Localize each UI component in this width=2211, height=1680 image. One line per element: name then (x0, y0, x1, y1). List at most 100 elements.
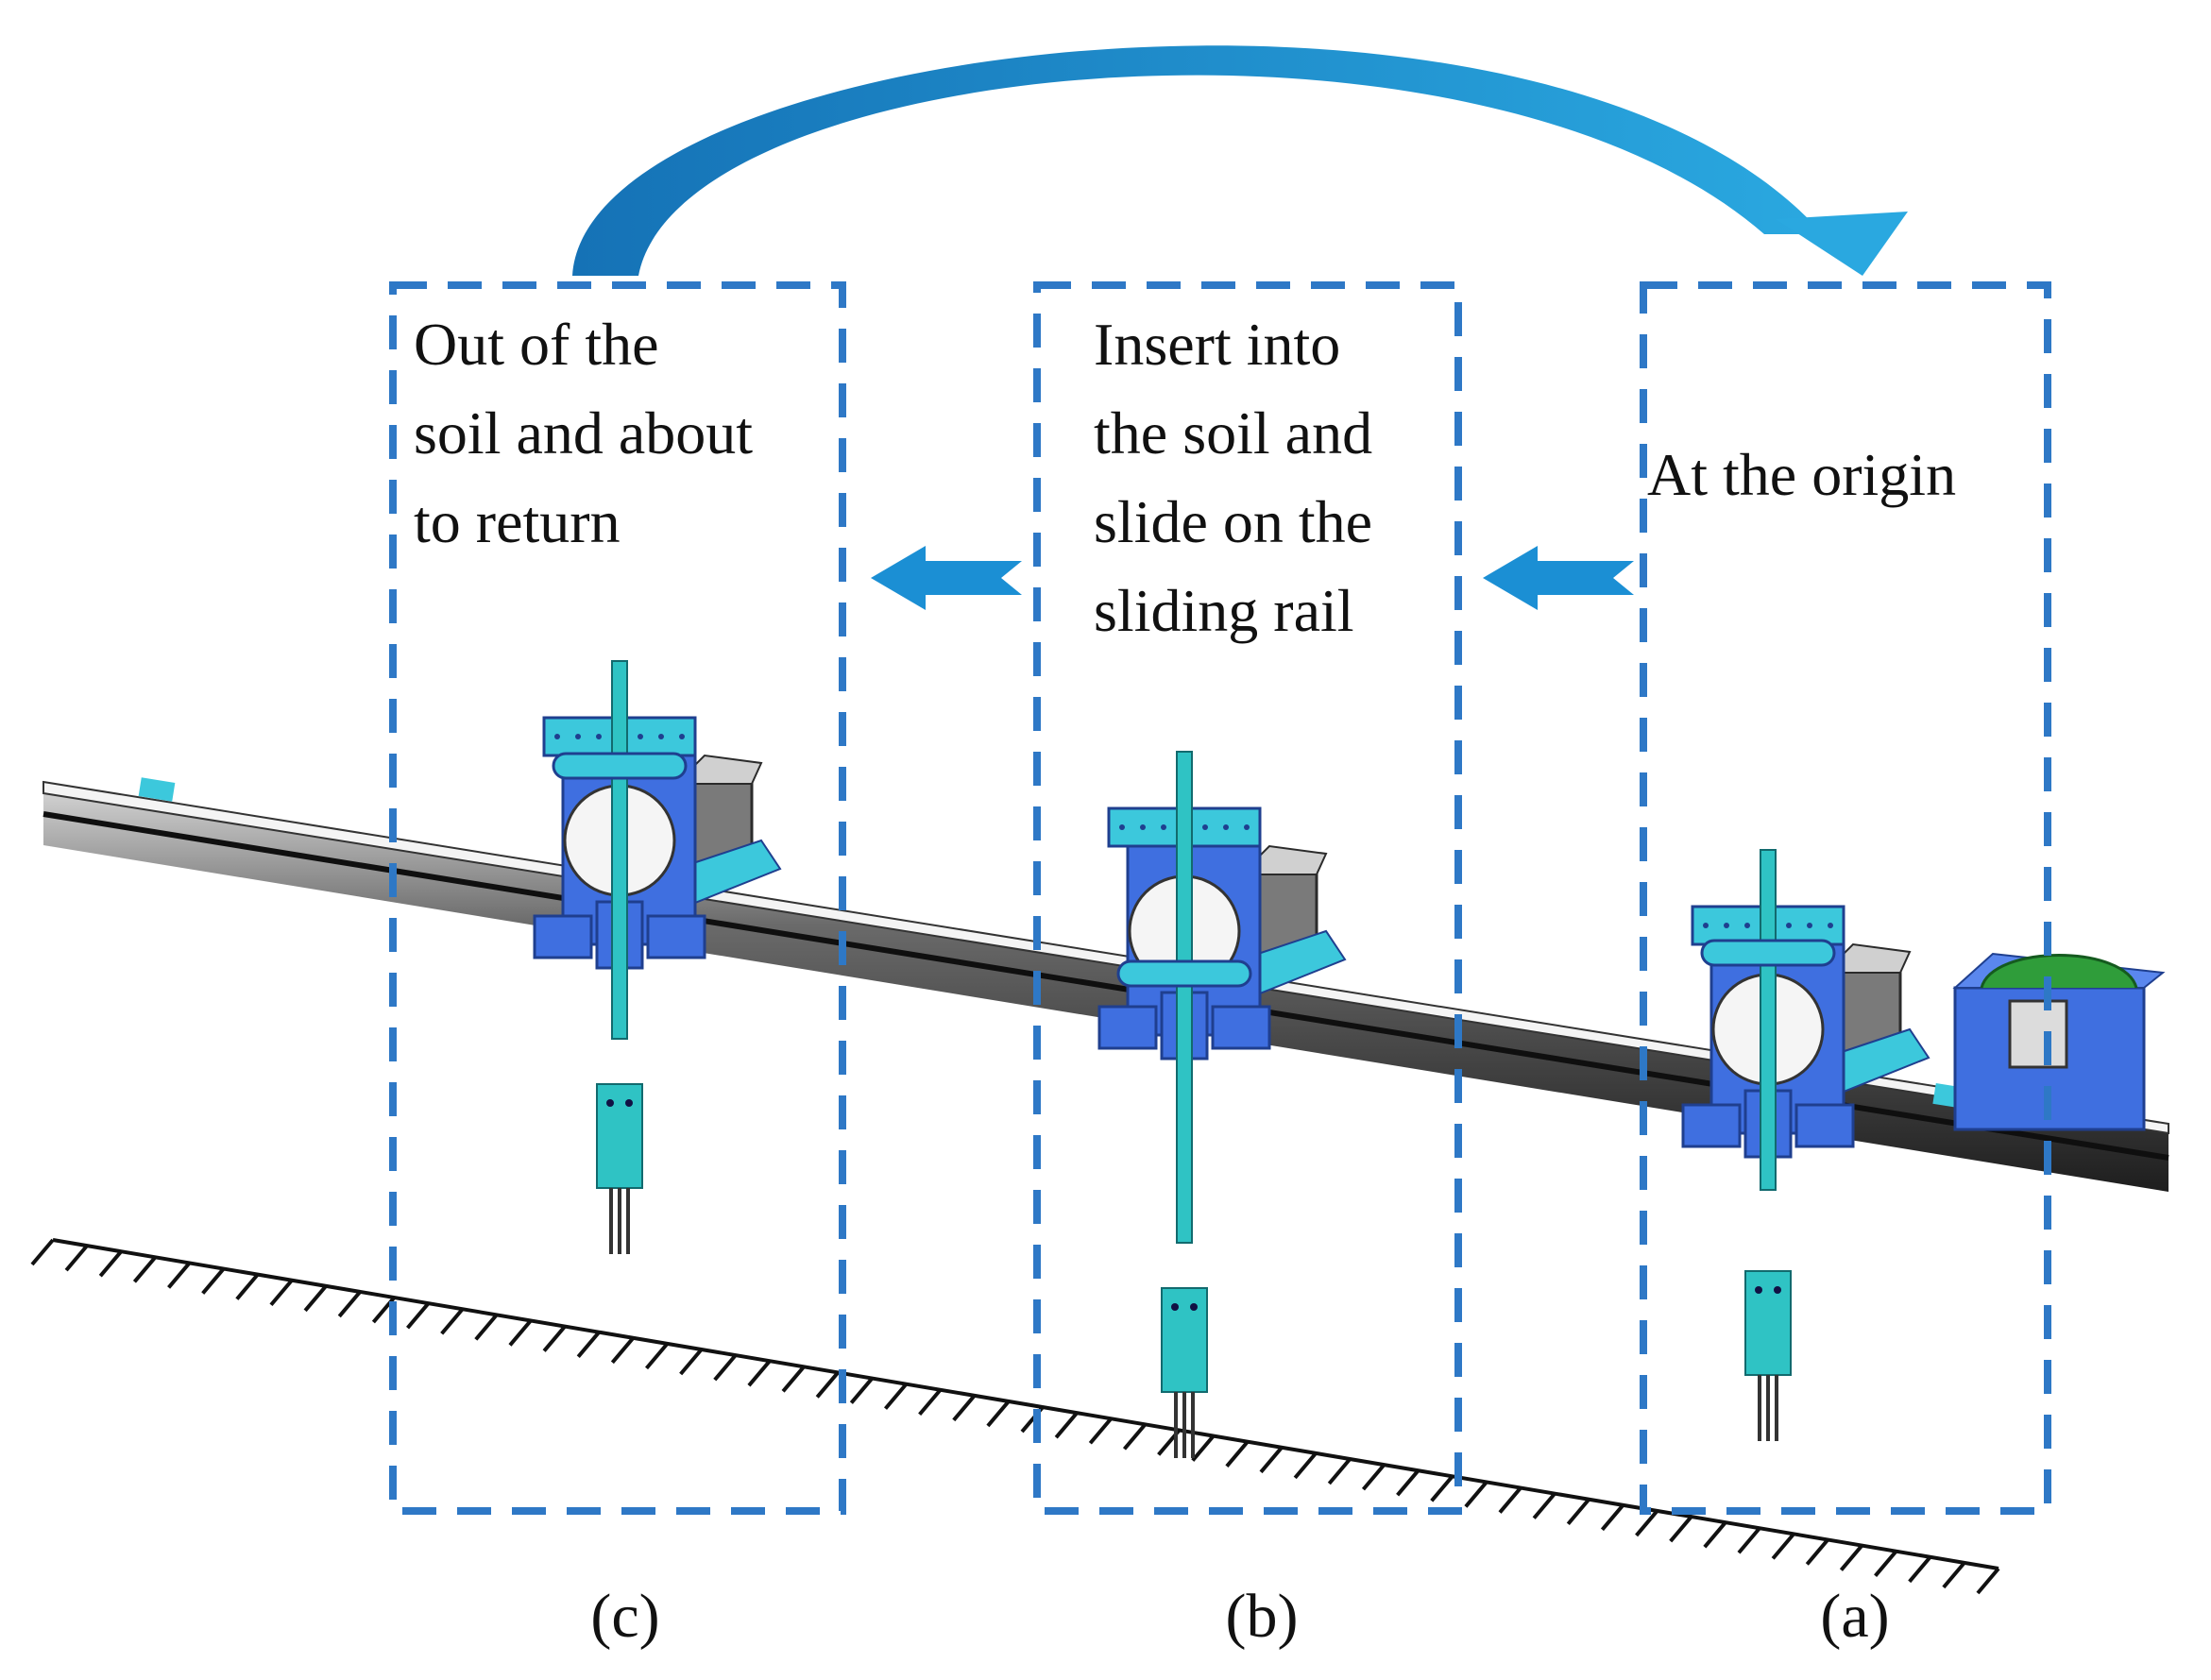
clamp-right (646, 914, 706, 959)
bolt-hole (1755, 1286, 1762, 1294)
ground-hatch-mark (542, 1325, 567, 1352)
bolt-hole (554, 734, 560, 739)
ground-hatch-mark (303, 1284, 328, 1313)
bolt-hole (606, 1099, 614, 1107)
bolt-hole (1244, 824, 1250, 830)
ground-hatch-mark (1191, 1434, 1216, 1462)
ground-hatch-mark (986, 1400, 1011, 1428)
probe-head (596, 1083, 643, 1189)
ground-hatch-mark (1908, 1555, 1932, 1584)
stage-b-line-2: the soil and (1094, 399, 1373, 467)
bolt-hole (1786, 923, 1792, 928)
clamp-left (1681, 1103, 1742, 1148)
stage-c-line-3: to return (414, 488, 621, 555)
clamp-left (1097, 1005, 1158, 1050)
stage-a-description: At the origin (1647, 431, 1956, 519)
ground-hatch-mark (1839, 1544, 1863, 1571)
stage-b-caption: (b) (1225, 1582, 1299, 1651)
ground-hatch-mark (1600, 1503, 1624, 1532)
ground-hatch-mark (1874, 1550, 1898, 1577)
ground-hatch-mark (713, 1353, 738, 1382)
clamp-right (1794, 1103, 1855, 1148)
ground-hatch-mark (1122, 1423, 1148, 1451)
ground-hatch-mark (167, 1262, 192, 1289)
ground-hatch-mark (1669, 1515, 1693, 1543)
stage-a-caption: (a) (1820, 1582, 1890, 1651)
ground-hatch-mark (440, 1307, 465, 1335)
origin-housing (1952, 952, 2166, 1131)
stage-b-description: Insert into the soil and slide on the sl… (1094, 300, 1372, 655)
bolt-hole (1119, 824, 1125, 830)
ground-hatch-mark (815, 1371, 840, 1399)
ground-hatch-mark (474, 1314, 499, 1341)
stage-a-line-1: At the origin (1647, 441, 1957, 508)
ground-hatch-mark (132, 1256, 157, 1283)
ground-hatch-mark (1054, 1411, 1079, 1439)
ground-hatch-mark (269, 1279, 294, 1307)
bolt-hole (1724, 923, 1729, 928)
ground-hatch-mark (1498, 1486, 1522, 1514)
ground-hatch-mark (1805, 1538, 1829, 1566)
stage-c-description: Out of the soil and about to return (414, 300, 753, 567)
mechanism-stage-b (1097, 751, 1347, 1458)
mechanism-stage-c (533, 660, 782, 1254)
bolt-hole (1161, 824, 1166, 830)
ground-hatch-icon (30, 1238, 2000, 1595)
bolt-hole (625, 1099, 633, 1107)
ground-hatch-mark (1361, 1463, 1386, 1491)
ground-hatch-mark (781, 1366, 806, 1393)
ground-hatch-mark (1464, 1481, 1488, 1508)
stage-c-caption: (c) (590, 1582, 660, 1651)
ground-hatch-mark (201, 1267, 226, 1295)
bolt-hole (575, 734, 581, 739)
bolt-hole (1807, 923, 1812, 928)
stage-frames (389, 281, 2051, 1515)
bolt-hole (1774, 1286, 1781, 1294)
bolt-hole (1140, 824, 1146, 830)
ground-hatch-mark (1532, 1492, 1556, 1519)
stage-c-line-1: Out of the (414, 311, 659, 378)
ground-hatch-mark (918, 1388, 943, 1417)
frame-stage-c (389, 281, 846, 1515)
bolt-hole (679, 734, 685, 739)
stage-b-line-1: Insert into (1094, 311, 1341, 378)
stage-b-line-4: sliding rail (1094, 577, 1354, 644)
ground-hatch-mark (1327, 1457, 1352, 1485)
ground-hatch-mark (1293, 1451, 1318, 1480)
ground-hatch-mark (576, 1331, 601, 1358)
bolt-hole (1703, 923, 1709, 928)
return-arrow-icon (572, 45, 1908, 276)
stage-b-line-3: slide on the (1094, 488, 1373, 555)
ground-hatch-mark (644, 1342, 670, 1370)
bolt-hole (1171, 1303, 1179, 1311)
ground-hatch-mark (235, 1273, 260, 1300)
mechanism-stage-a (1681, 849, 1930, 1441)
ground-hatch-mark (1566, 1498, 1590, 1526)
clamp-left (533, 914, 593, 959)
ground-hatch-mark (1737, 1526, 1761, 1554)
ground-hatch-mark (1942, 1561, 1966, 1589)
clamp-right (1211, 1005, 1271, 1050)
ground-hatch-mark (406, 1301, 431, 1330)
bolt-hole (1202, 824, 1208, 830)
direction-arrow-icon (871, 546, 1634, 610)
bolt-hole (658, 734, 664, 739)
probe-head (1744, 1270, 1792, 1376)
ground-hatch-mark (98, 1249, 123, 1278)
ground-hatch-mark (849, 1377, 874, 1404)
probe-head (1161, 1287, 1208, 1393)
ground-hatch-mark (1703, 1520, 1727, 1549)
ground-hatch-mark (337, 1290, 362, 1318)
ground-hatch-mark (1088, 1417, 1113, 1445)
bolt-hole (1744, 923, 1750, 928)
bolt-hole (1190, 1303, 1198, 1311)
ground-hatch-mark (1771, 1533, 1795, 1560)
probe-shaft (611, 660, 628, 1040)
slider-plate (552, 752, 688, 780)
ground-hatch-mark (1430, 1475, 1454, 1502)
stage-c-line-2: soil and about (414, 399, 754, 467)
ground-hatch-mark (610, 1336, 635, 1365)
slider-plate (1700, 939, 1836, 967)
